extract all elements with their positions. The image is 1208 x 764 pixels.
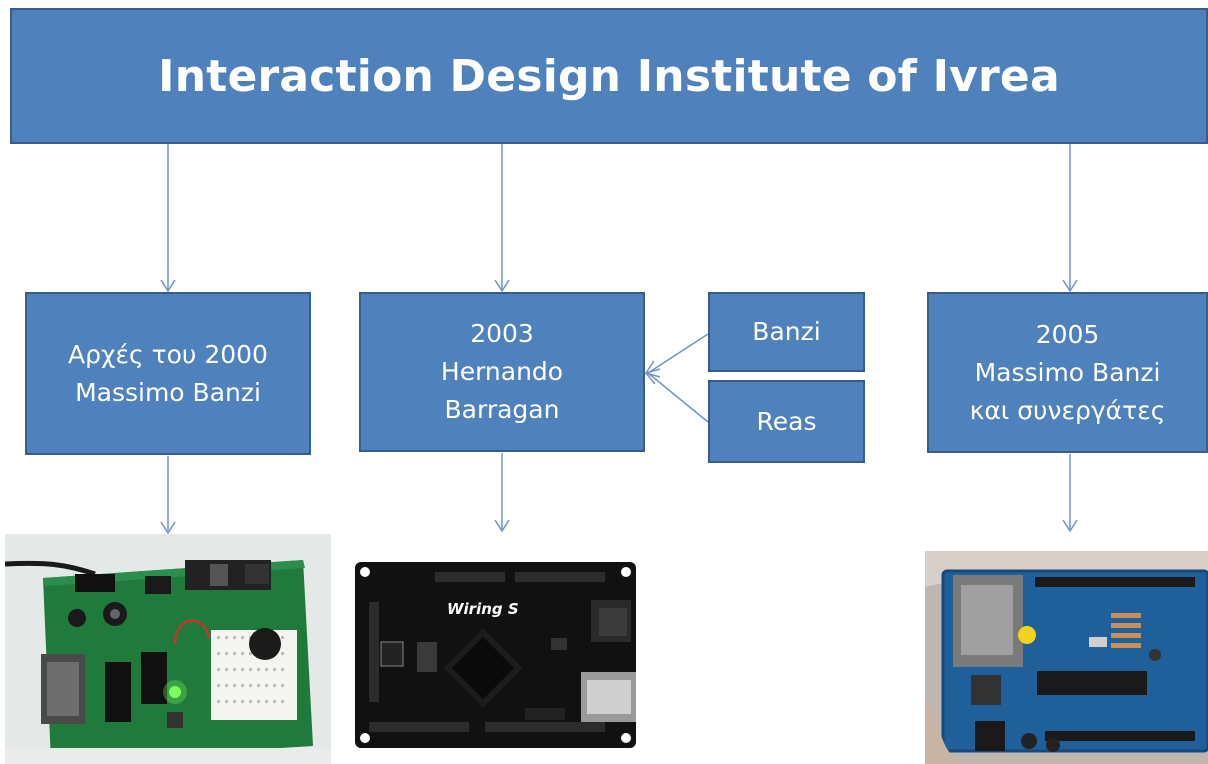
node-reas-label: Reas (756, 406, 817, 436)
arduino-board-illustration (925, 551, 1208, 764)
photo-green-board (5, 534, 331, 764)
node-2005: 2005 Massimo Banzi και συνεργάτες (927, 292, 1208, 453)
node-reas: Reas (708, 380, 865, 463)
node-right-line1: 2005 (1035, 319, 1100, 349)
arrow-banzi-to-mid (647, 333, 709, 374)
node-left-line1: Αρχές του 2000 (68, 339, 268, 369)
node-early-2000: Αρχές του 2000 Massimo Banzi (25, 292, 311, 455)
node-right-line3: και συνεργάτες (969, 395, 1166, 425)
green-board-illustration (5, 534, 331, 764)
node-2003: 2003 Hernando Barragan (359, 292, 645, 452)
node-mid-line1: 2003 (470, 319, 534, 348)
node-left-line2: Massimo Banzi (75, 377, 261, 407)
node-banzi-label: Banzi (752, 317, 821, 346)
photo-arduino-board (925, 551, 1208, 764)
node-mid-line2: Hernando (440, 357, 564, 386)
photo-wiring-board: Wiring S (355, 562, 636, 748)
title-box: Interaction Design Institute of Ivrea (10, 8, 1208, 144)
node-banzi: Banzi (708, 292, 865, 372)
arrow-reas-to-mid (647, 372, 709, 423)
wiring-board-label: Wiring S (447, 600, 519, 618)
title-text: Interaction Design Institute of Ivrea (158, 50, 1060, 102)
wiring-board-illustration: Wiring S (355, 562, 636, 748)
node-mid-line3: Barragan (444, 395, 560, 424)
node-right-line2: Massimo Banzi (974, 357, 1161, 387)
